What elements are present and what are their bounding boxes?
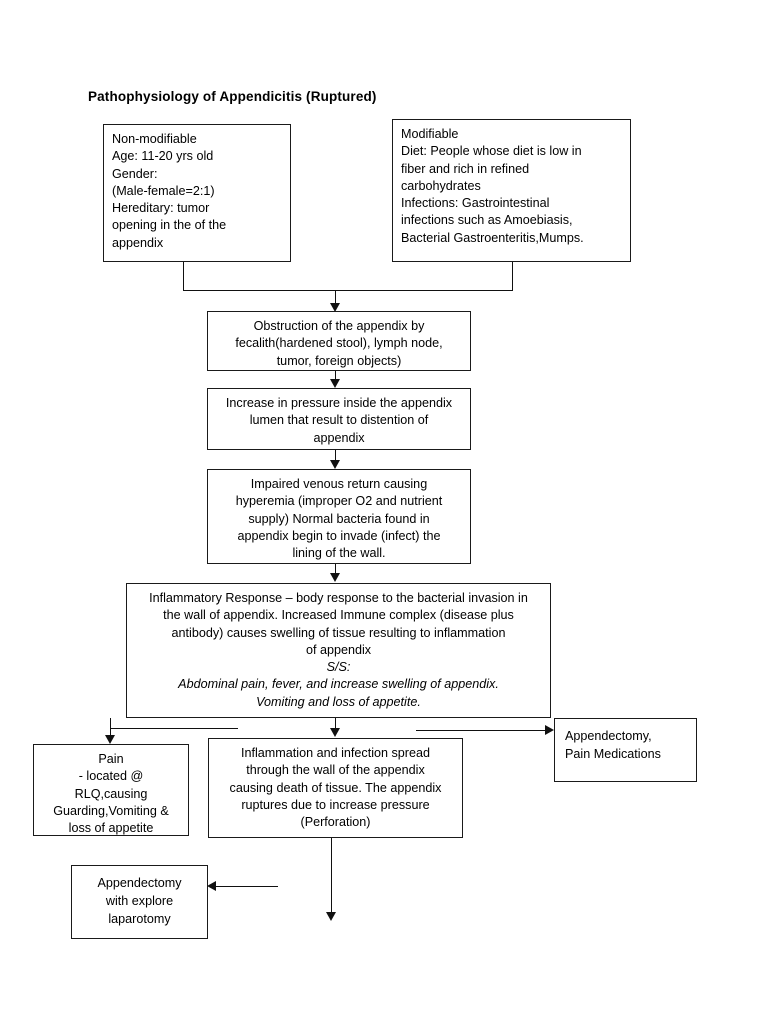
edge-inflammatory-center-stem [335,718,336,730]
arrowhead-spread-down [326,912,336,921]
edge-venous-to-inflammatory [335,564,336,575]
arrowhead-to-pressure [330,379,340,388]
edge-pressure-to-venous [335,450,336,462]
edge-inflammatory-left-bar [110,728,238,729]
edge-to-laparotomy-bar [216,886,278,887]
arrowhead-to-pain [105,735,115,744]
node-appendectomy-pain-medications-text: Appendectomy, Pain Medications [565,729,661,762]
edge-inflammatory-left-drop [110,718,111,728]
node-pain-text: Pain - located @ RLQ,causing Guarding,Vo… [53,752,169,835]
node-increase-pressure: Increase in pressure inside the appendix… [207,388,471,450]
arrowhead-to-inflammatory-response [330,573,340,582]
node-pain: Pain - located @ RLQ,causing Guarding,Vo… [33,744,189,836]
node-inflammatory-response-text: Inflammatory Response – body response to… [149,591,528,657]
arrowhead-to-appendectomy-medications [545,725,554,735]
edge-merge-bar [183,290,513,291]
arrowhead-to-obstruction [330,303,340,312]
edge-modifiable-drop [512,262,513,290]
node-increase-pressure-text: Increase in pressure inside the appendix… [225,396,453,445]
edge-non-modifiable-drop [183,262,184,290]
node-modifiable: Modifiable Diet: People whose diet is lo… [392,119,631,262]
node-appendectomy-pain-medications: Appendectomy, Pain Medications [554,718,697,782]
edge-obstruction-to-pressure [335,371,336,381]
arrowhead-to-venous [330,460,340,469]
arrowhead-to-laparotomy [207,881,216,891]
node-appendectomy-with-explore-laparotomy-text: Appendectomy with explore laparotomy [97,876,182,926]
edge-inflammatory-right-bar [416,730,546,731]
arrowhead-to-spread [330,728,340,737]
node-non-modifiable-text: Non-modifiable Age: 11-20 yrs old Gender… [112,132,227,250]
node-impaired-venous-return: Impaired venous return causing hyperemia… [207,469,471,564]
node-impaired-venous-return-text: Impaired venous return causing hyperemia… [235,477,443,560]
edge-inflammatory-left-stem [110,728,111,737]
node-inflammatory-response-ss-text: Abdominal pain, fever, and increase swel… [178,677,499,709]
page-title: Pathophysiology of Appendicitis (Rupture… [88,89,377,104]
node-modifiable-text: Modifiable Diet: People whose diet is lo… [401,127,584,245]
node-inflammation-infection-spread: Inflammation and infection spread throug… [208,738,463,838]
node-inflammation-infection-spread-text: Inflammation and infection spread throug… [229,746,442,829]
node-obstruction: Obstruction of the appendix by fecalith(… [207,311,471,371]
node-obstruction-text: Obstruction of the appendix by fecalith(… [235,319,443,368]
edge-merge-stem [335,290,336,305]
node-non-modifiable: Non-modifiable Age: 11-20 yrs old Gender… [103,124,291,262]
node-inflammatory-response: Inflammatory Response – body response to… [126,583,551,718]
node-appendectomy-with-explore-laparotomy: Appendectomy with explore laparotomy [71,865,208,939]
edge-spread-down [331,838,332,916]
node-inflammatory-response-ss-label: S/S: [326,660,351,674]
